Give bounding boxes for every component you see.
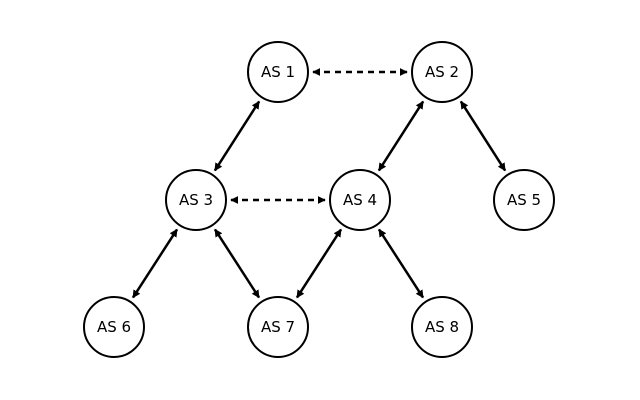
edge-as2-as4 (377, 100, 425, 172)
node-label-as1: AS 1 (261, 63, 295, 81)
node-circle-as8 (411, 296, 473, 358)
node-as2: AS 2 (411, 41, 473, 103)
nodes-layer: AS 1 AS 2 AS 3 AS 4 AS 5 AS 6 AS 7 AS 8 (83, 41, 555, 358)
node-as3: AS 3 (165, 169, 227, 231)
node-label-as5: AS 5 (507, 191, 541, 209)
node-as8: AS 8 (411, 296, 473, 358)
node-label-as2: AS 2 (425, 63, 459, 81)
node-circle-as6 (83, 296, 145, 358)
node-as1: AS 1 (247, 41, 309, 103)
edge-as3-as6 (131, 228, 179, 299)
node-circle-as2 (411, 41, 473, 103)
edge-as4-as8 (377, 228, 425, 299)
edge-as2-as5 (459, 100, 507, 172)
edge-as1-as3 (213, 100, 261, 172)
node-circle-as4 (329, 169, 391, 231)
node-as6: AS 6 (83, 296, 145, 358)
edges-layer (131, 68, 507, 299)
node-as7: AS 7 (247, 296, 309, 358)
node-circle-as3 (165, 169, 227, 231)
node-circle-as5 (493, 169, 555, 231)
node-label-as4: AS 4 (343, 191, 377, 209)
edge-as4-as7 (295, 228, 343, 299)
node-circle-as1 (247, 41, 309, 103)
node-circle-as7 (247, 296, 309, 358)
node-label-as6: AS 6 (97, 318, 131, 336)
node-label-as7: AS 7 (261, 318, 295, 336)
edge-as3-as7 (213, 228, 261, 299)
node-as5: AS 5 (493, 169, 555, 231)
node-label-as8: AS 8 (425, 318, 459, 336)
node-label-as3: AS 3 (179, 191, 213, 209)
node-as4: AS 4 (329, 169, 391, 231)
